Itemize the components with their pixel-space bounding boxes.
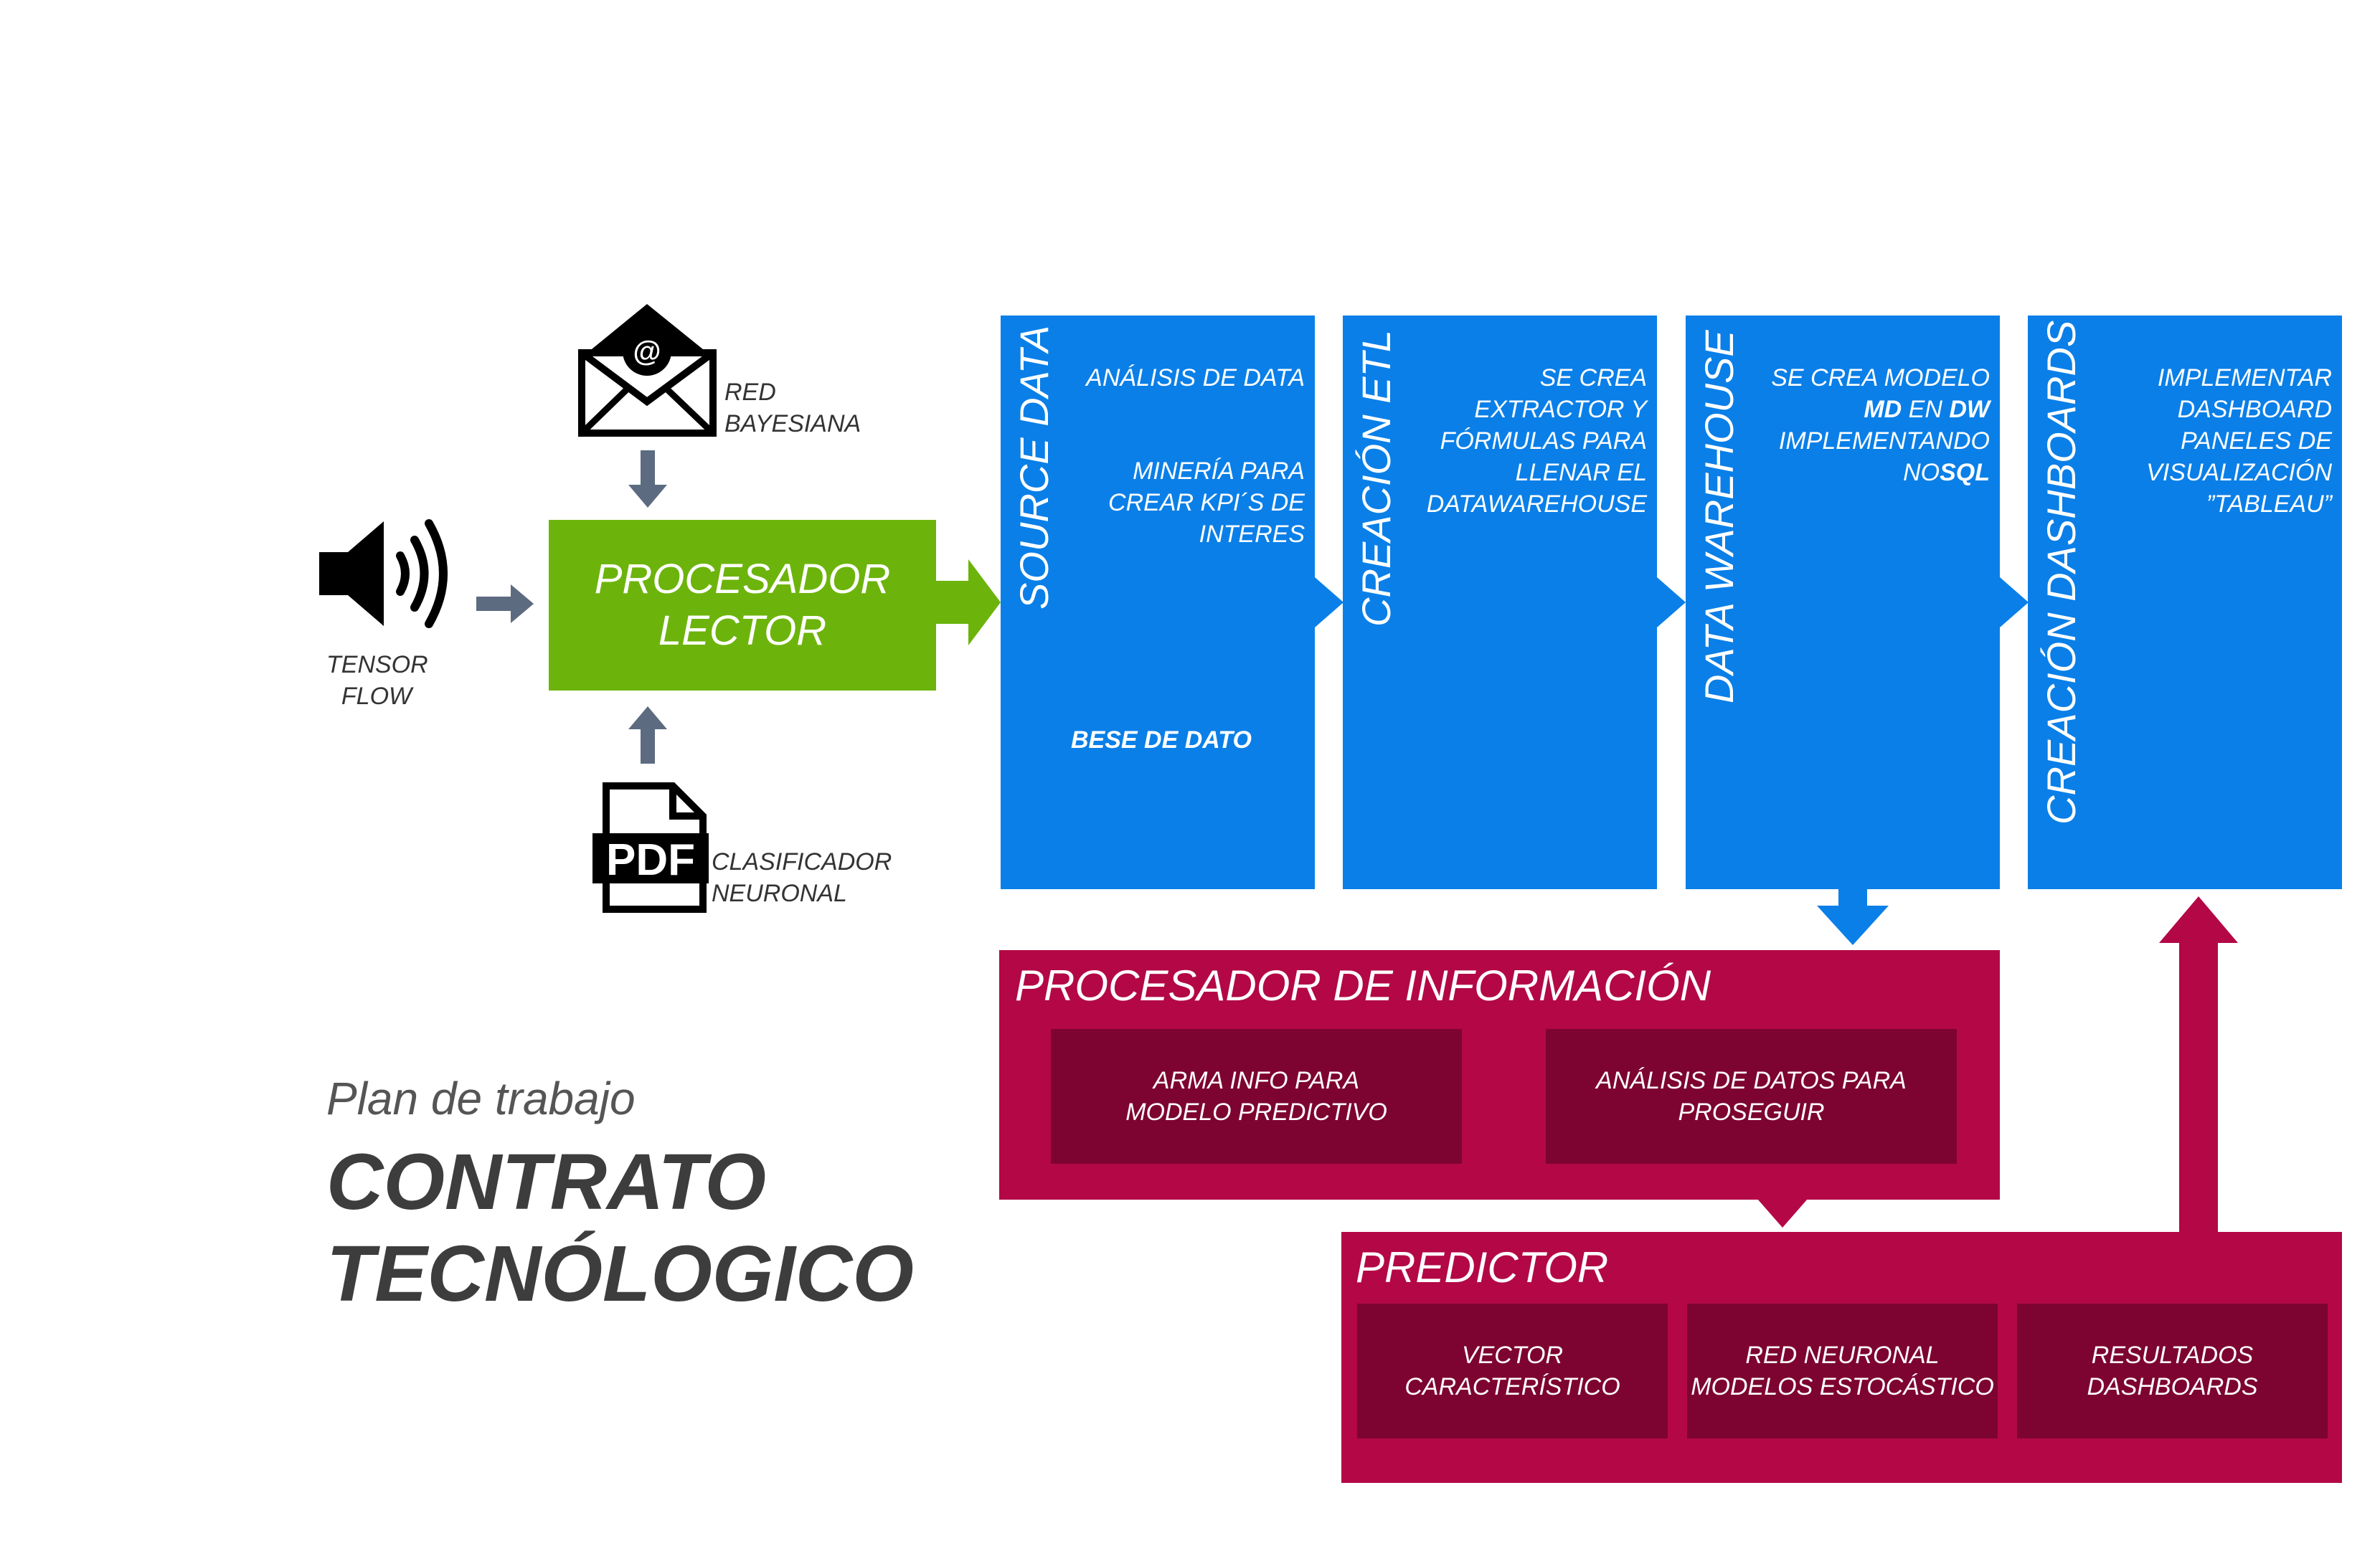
arrow-right-gray: [476, 584, 534, 623]
red-bayesiana-label: RED BAYESIANA: [724, 376, 861, 440]
predictor-box1-l1: VECTOR: [1461, 1342, 1564, 1369]
procesador-info-box2: ANÁLISIS DE DATOS PARA PROSEGUIR: [1546, 1029, 1957, 1164]
sql-bold: SQL: [1940, 459, 1990, 486]
red-bayesiana-line2: BAYESIANA: [724, 410, 861, 437]
creacion-dashboards-title: CREACIÓN DASHBOARDS: [2039, 320, 2084, 825]
source-data-bottom: BESE DE DATO: [1071, 726, 1252, 754]
predictor-box2-l2: MODELOS ESTOCÁSTICO: [1691, 1373, 1994, 1400]
procesador-info-box1-l2: MODELO PREDICTIVO: [1125, 1099, 1387, 1126]
plan-title-line2: TECNÓLOGICO: [326, 1230, 914, 1318]
data-warehouse-title: DATA WAREHOUSE: [1696, 330, 1742, 703]
data-warehouse-text: SE CREA MODELO MD EN DW IMPLEMENTANDO NO…: [1771, 362, 1990, 488]
data-warehouse-l2: MD EN DW: [1771, 394, 1990, 425]
source-data-text2-l3: INTERES: [1199, 521, 1305, 548]
predictor-box1: VECTOR CARACTERÍSTICO: [1357, 1304, 1668, 1438]
predictor-box: PREDICTOR VECTOR CARACTERÍSTICO RED NEUR…: [1341, 1232, 2342, 1483]
speaker-icon: [319, 519, 448, 628]
creacion-etl-l5: DATAWAREHOUSE: [1426, 490, 1647, 518]
procesador-info-box2-l2: PROSEGUIR: [1678, 1099, 1825, 1126]
creacion-dashboards-l4: VISUALIZACIÓN: [2146, 459, 2332, 486]
en-text: EN: [1902, 396, 1950, 423]
md-bold: MD: [1864, 396, 1902, 423]
clasificador-label: CLASIFICADOR NEURONAL: [712, 846, 892, 909]
arrow-up-crimson: [2159, 896, 2238, 1233]
arrow-dw-to-dashboards: [2000, 577, 2029, 627]
procesador-lector-box: PROCESADOR LECTOR: [549, 520, 936, 691]
predictor-title: PREDICTOR: [1356, 1243, 1609, 1291]
data-warehouse-l3: IMPLEMENTANDO: [1778, 427, 1990, 455]
arrow-source-to-etl: [1315, 577, 1344, 627]
clasificador-line1: CLASIFICADOR: [712, 848, 892, 876]
arrow-down-blue: [1817, 888, 1889, 945]
arrow-etl-to-dw: [1657, 577, 1686, 627]
plan-subtitle: Plan de trabajo: [326, 1073, 636, 1124]
creacion-etl-l4: LLENAR EL: [1515, 459, 1647, 486]
creacion-etl-l2: EXTRACTOR Y: [1474, 396, 1647, 423]
pdf-badge-text: PDF: [606, 835, 695, 885]
data-warehouse-l4: NOSQL: [1771, 457, 1990, 488]
email-at-symbol: @: [633, 336, 661, 367]
procesador-info-box: PROCESADOR DE INFORMACIÓN ARMA INFO PARA…: [999, 950, 2000, 1200]
data-warehouse-l1: SE CREA MODELO: [1771, 364, 1990, 392]
creacion-etl-l1: SE CREA: [1539, 364, 1647, 392]
procesador-info-box2-l1: ANÁLISIS DE DATOS PARA: [1596, 1067, 1907, 1094]
data-warehouse-column: DATA WAREHOUSE SE CREA MODELO MD EN DW I…: [1686, 316, 2000, 889]
red-bayesiana-line1: RED: [724, 379, 776, 406]
source-data-text2-l1: MINERÍA PARA: [1133, 457, 1305, 485]
predictor-box2-l1: RED NEURONAL: [1745, 1342, 1940, 1369]
dw-bold: DW: [1949, 396, 1990, 423]
creacion-dashboards-column: CREACIÓN DASHBOARDS IMPLEMENTAR DASHBOAR…: [2028, 316, 2342, 889]
plan-title-line1: CONTRATO: [326, 1138, 767, 1226]
tensor-flow-label: TENSOR FLOW: [326, 649, 428, 712]
pdf-icon: PDF: [592, 782, 709, 913]
procesador-lector-line1: PROCESADOR: [594, 556, 891, 602]
tensor-flow-line2: FLOW: [341, 683, 412, 710]
predictor-box1-l2: CARACTERÍSTICO: [1404, 1373, 1620, 1400]
creacion-etl-column: CREACIÓN ETL SE CREA EXTRACTOR Y FÓRMULA…: [1343, 316, 1657, 889]
creacion-etl-l3: FÓRMULAS PARA: [1440, 427, 1647, 455]
procesador-info-box1: ARMA INFO PARA MODELO PREDICTIVO: [1051, 1029, 1462, 1164]
creacion-etl-title: CREACIÓN ETL: [1354, 330, 1399, 627]
source-data-text1-line: ANÁLISIS DE DATA: [1086, 364, 1305, 392]
procesador-info-title: PROCESADOR DE INFORMACIÓN: [1015, 962, 1711, 1010]
creacion-dashboards-l2: DASHBOARD: [2177, 396, 2332, 423]
procesador-lector-line2: LECTOR: [658, 607, 827, 654]
email-icon: @: [578, 304, 717, 437]
procesador-info-box1-l1: ARMA INFO PARA: [1153, 1067, 1360, 1094]
arrow-down-gray: [628, 450, 667, 508]
source-data-text2-l2: CREAR KPI´S DE: [1108, 489, 1305, 516]
arrow-right-green: [932, 559, 1001, 645]
creacion-dashboards-l1: IMPLEMENTAR: [2157, 364, 2332, 392]
predictor-box3: RESULTADOS DASHBOARDS: [2017, 1304, 2328, 1438]
predictor-box2: RED NEURONAL MODELOS ESTOCÁSTICO: [1687, 1304, 1998, 1438]
creacion-dashboards-l5: ”TABLEAU”: [2206, 490, 2332, 518]
arrow-info-to-predictor: [1757, 1199, 1808, 1228]
creacion-etl-text: SE CREA EXTRACTOR Y FÓRMULAS PARA LLENAR…: [1427, 362, 1647, 520]
source-data-title: SOURCE DATA: [1011, 325, 1057, 610]
no-text: NO: [1903, 459, 1940, 486]
tensor-flow-line1: TENSOR: [326, 651, 428, 678]
arrow-up-gray: [628, 706, 667, 764]
source-data-column: SOURCE DATA ANÁLISIS DE DATA MINERÍA PAR…: [1001, 316, 1315, 889]
source-data-text2: MINERÍA PARA CREAR KPI´S DE INTERES: [1108, 455, 1305, 550]
clasificador-line2: NEURONAL: [712, 880, 847, 907]
creacion-dashboards-text: IMPLEMENTAR DASHBOARD PANELES DE VISUALI…: [2146, 362, 2332, 520]
predictor-box3-l1: RESULTADOS: [2091, 1342, 2254, 1369]
creacion-dashboards-l3: PANELES DE: [2180, 427, 2332, 455]
source-data-text1: ANÁLISIS DE DATA: [1086, 362, 1305, 394]
predictor-box3-l2: DASHBOARDS: [2087, 1373, 2258, 1400]
